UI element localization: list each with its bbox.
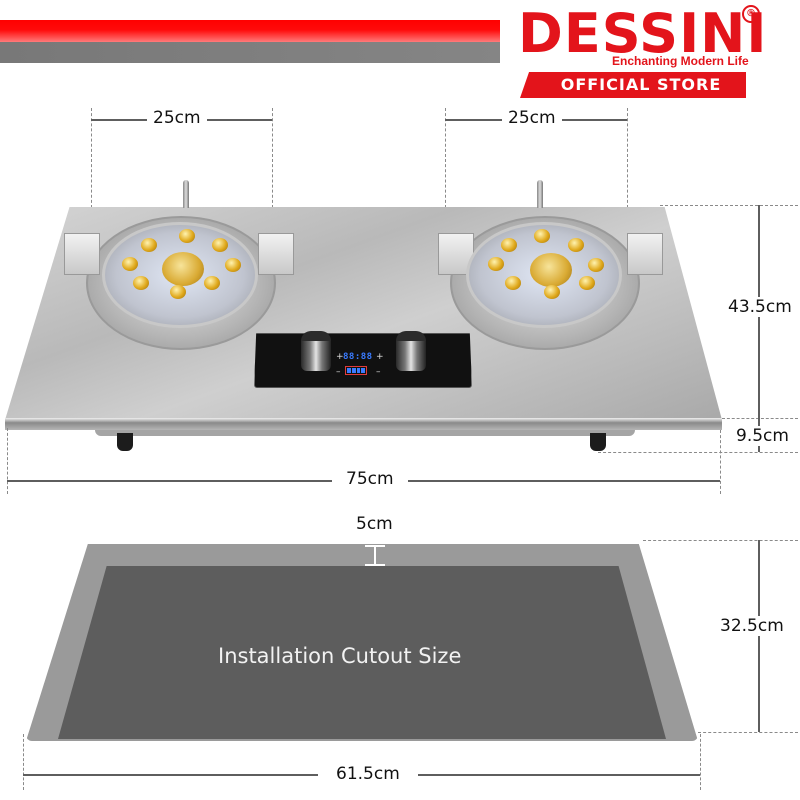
left-burner-cap <box>162 252 204 286</box>
burner-jet <box>204 276 220 290</box>
minus-icon: – <box>376 367 381 377</box>
burner-jet <box>501 238 517 252</box>
cutout-width-label: 61.5cm <box>318 764 418 784</box>
pan-support-bracket <box>64 233 100 275</box>
brand-tagline: Enchanting Modern Life <box>612 54 749 68</box>
official-store-label: OFFICIAL STORE <box>560 75 722 94</box>
plus-icon: + <box>376 352 384 362</box>
burner-jet <box>505 276 521 290</box>
cutout-inner-shape <box>58 566 666 739</box>
burner-jet <box>225 258 241 272</box>
left-control-knob[interactable] <box>301 331 331 371</box>
burner-jet <box>212 238 228 252</box>
minus-icon: – <box>336 367 341 377</box>
depth-label: 43.5cm <box>722 297 798 317</box>
dimension-guide <box>627 108 628 208</box>
burner-jet <box>122 257 138 271</box>
right-burner-cap <box>530 253 572 287</box>
dimension-guide <box>598 452 798 453</box>
stove-foot <box>590 433 606 451</box>
stove-foot <box>117 433 133 451</box>
right-burner-width-label: 25cm <box>502 108 562 128</box>
dimension-guide <box>7 428 8 494</box>
dimension-guide <box>643 540 798 541</box>
stove-base <box>95 430 635 436</box>
total-width-label: 75cm <box>332 469 408 489</box>
left-burner-width-label: 25cm <box>147 108 207 128</box>
dimension-guide <box>91 108 92 208</box>
margin-marker <box>365 564 385 566</box>
plus-icon: + <box>336 352 344 362</box>
burner-jet <box>534 229 550 243</box>
banner-red-band <box>0 20 500 42</box>
dimension-guide <box>23 734 24 790</box>
pan-support-prong <box>537 180 543 208</box>
pan-support-bracket <box>258 233 294 275</box>
right-control-knob[interactable] <box>396 331 426 371</box>
burner-jet <box>568 238 584 252</box>
burner-jet <box>488 257 504 271</box>
burner-jet <box>141 238 157 252</box>
cutout-margin-label: 5cm <box>350 514 399 534</box>
dimension-guide <box>700 734 701 790</box>
dimension-guide <box>445 108 446 208</box>
pan-support-bracket <box>627 233 663 275</box>
dimension-guide <box>272 108 273 208</box>
dimension-line <box>758 540 760 732</box>
battery-icon <box>345 366 367 375</box>
dimension-guide <box>722 418 798 419</box>
banner-gray-band <box>0 42 500 63</box>
timer-display: 88:88 <box>343 352 373 362</box>
burner-jet <box>588 258 604 272</box>
brand-logo: DESSINI <box>518 2 768 65</box>
stove-edge <box>5 418 722 430</box>
height-label: 9.5cm <box>730 426 795 446</box>
burner-jet <box>133 276 149 290</box>
pan-support-prong <box>183 180 189 208</box>
burner-jet <box>179 229 195 243</box>
registered-mark: ® <box>742 5 760 23</box>
cutout-depth-label: 32.5cm <box>714 616 790 636</box>
control-panel <box>254 333 472 388</box>
dimension-guide <box>698 732 798 733</box>
burner-jet <box>544 285 560 299</box>
burner-jet <box>579 276 595 290</box>
burner-jet <box>170 285 186 299</box>
cutout-title: Installation Cutout Size <box>218 644 462 668</box>
dimension-guide <box>720 430 721 494</box>
dimension-guide <box>660 205 798 206</box>
margin-marker <box>374 545 376 565</box>
official-store-badge: OFFICIAL STORE <box>520 72 746 98</box>
